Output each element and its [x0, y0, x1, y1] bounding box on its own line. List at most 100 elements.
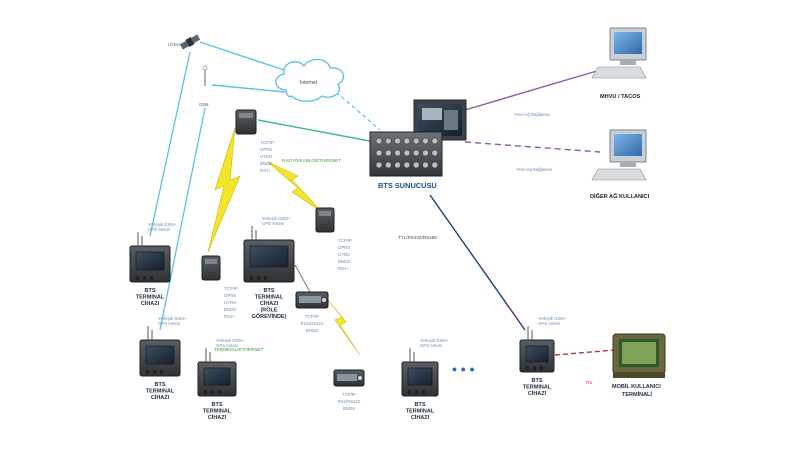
- radio-caption-line: GPRS: [260, 147, 272, 152]
- terminal-name-line: TERMINAL: [203, 409, 232, 415]
- link-satellite-internet: [199, 41, 291, 73]
- terminal-device-icon: [129, 245, 171, 283]
- radio-caption-line: UYDU: [338, 252, 350, 257]
- port-icon: [403, 161, 411, 169]
- link-server-pc2: [464, 141, 601, 153]
- radio-ethernet-label: RADYO/KABLO/ETHERNET: [282, 158, 341, 163]
- gsm-tower: GSM: [199, 65, 209, 107]
- port-icon: [375, 137, 383, 145]
- satellite: UYDU: [168, 34, 201, 50]
- link-radio-server: [257, 119, 376, 143]
- terminal-top-caption: GPS Anteni: [538, 321, 560, 326]
- radio-caption-line: RS1+: [224, 314, 235, 319]
- terminal-device-icon: [401, 361, 439, 397]
- link-terminal6-mobile: [554, 349, 616, 356]
- port-icon: [394, 137, 401, 145]
- terminal-top-caption: Yerleşik GSM+: [148, 222, 177, 227]
- antenna-icon: [202, 65, 208, 86]
- radio-caption-line: BNDS: [224, 307, 236, 312]
- terminal-t4: Yerleşik GSM+GPS AnteniBTSTERMINALCİHAZI…: [243, 216, 295, 320]
- terminal-top-caption: GPS Anteni: [158, 321, 180, 326]
- terminal-name-line: CİHAZI: [411, 414, 430, 421]
- server-chassis-icon: [369, 131, 443, 177]
- port-icon: [412, 161, 420, 169]
- port-icon: [422, 161, 429, 169]
- antenna-icon: [251, 226, 257, 240]
- antenna-icon: [527, 326, 533, 340]
- terminal-ethernet-label: TERMINAL/ETHERNET: [214, 347, 263, 352]
- terminal-device-icon: [519, 339, 555, 373]
- antenna-icon: [137, 232, 143, 246]
- lightning-icon: [325, 297, 361, 356]
- terminal-name-line: BTS: [145, 288, 156, 294]
- modem-caption-line: BNDS: [343, 406, 355, 411]
- port-icon: [431, 149, 439, 157]
- radio-links: [207, 127, 361, 356]
- port-icon: [394, 161, 401, 169]
- terminal-name-line: CİHAZI: [141, 300, 160, 307]
- pc2-link-label: Yerel Ağ Bağlantısı: [516, 167, 552, 172]
- pc2-label: DİĞER AĞ KULLANICI: [590, 192, 650, 200]
- port-icon: [394, 149, 401, 157]
- antenna-icon: [147, 326, 153, 340]
- modem-caption-line: BNDS: [306, 328, 318, 333]
- port-icon: [375, 149, 383, 157]
- terminal-top-caption: Yerleşik GSM+: [158, 316, 187, 321]
- mobile-label-line1: MOBİL KULLANICI: [612, 383, 661, 390]
- mobile-label-line2: TERMİNALİ: [622, 391, 652, 398]
- radio-caption-line: GPRS: [338, 245, 350, 250]
- terminal-name-line: CİHAZI: [528, 390, 547, 397]
- link-gsm-internet: [211, 84, 286, 93]
- satellite-icon: [179, 34, 201, 50]
- terminal-top-caption: Yerleşik GSM+: [262, 216, 291, 221]
- pc1-label: MHVU / TACOS: [600, 94, 641, 100]
- terminal-top-caption: Yerleşik GSM+: [420, 338, 449, 343]
- radio-units: TCP/IPGPRSUYDUBNDSRS1+TCP/IPGPRSUYDUBNDS…: [201, 109, 352, 319]
- port-icon: [431, 137, 439, 145]
- pc1-link-label: Yerel Ağ Bağlantısı: [514, 112, 550, 117]
- terminal-name-line: BTS: [264, 288, 275, 294]
- mobile-terminal-icon: [612, 333, 666, 378]
- link-gsm-terminal2: [159, 107, 206, 331]
- antenna-icon: [205, 348, 211, 362]
- pc-mhvu: MHVU / TACOS Yerel Ağ Bağlantısı: [514, 27, 647, 117]
- radio-caption-line: TCP/IP: [260, 140, 274, 145]
- terminal-name-line: BTS: [212, 402, 223, 408]
- port-icon: [375, 161, 383, 169]
- radio-caption-line: RS1+: [260, 168, 271, 173]
- radio-caption-line: BNDS: [338, 259, 350, 264]
- terminal-name-line: CİHAZI: [208, 414, 227, 421]
- terminal-devices: Yerleşik GSM+GPS AnteniBTSTERMINALCİHAZI…: [129, 216, 567, 421]
- computer-icon: [591, 27, 647, 79]
- terminal-top-caption: Yerleşik GSM+: [538, 316, 567, 321]
- terminal-device-icon: [243, 239, 295, 283]
- port-icon: [385, 161, 392, 169]
- port-icon: [385, 137, 392, 145]
- bts-server: BTS SUNUCUSU: [369, 99, 467, 190]
- radio-caption-line: RS1+: [338, 266, 349, 271]
- lightning-icon: [207, 127, 241, 253]
- terminal-name-line: TERMINAL: [255, 295, 284, 301]
- computer-icon: [591, 129, 647, 181]
- link-server-pc1: [464, 69, 601, 111]
- satellite-label: UYDU: [168, 42, 180, 47]
- terminal-device-icon: [197, 361, 237, 397]
- terminal-name-line: TERMINAL: [136, 295, 165, 301]
- connection-lines: [149, 41, 616, 356]
- terminal-name-line: CİHAZI: [151, 394, 170, 401]
- port-icon: [422, 149, 429, 157]
- more-terminals-ellipsis: • • •: [452, 361, 475, 377]
- modem-icon: [333, 369, 365, 387]
- terminal-name-line: (RÖLE: [260, 307, 277, 314]
- port-icon: [385, 149, 392, 157]
- antenna-icon: [409, 348, 415, 362]
- terminal-name-line: GÖREVİNDE): [252, 313, 287, 320]
